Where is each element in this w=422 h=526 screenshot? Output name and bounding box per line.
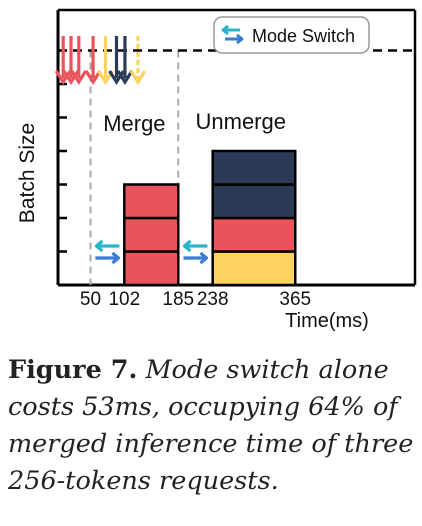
switch-arrowhead-top [182, 239, 192, 253]
caption-text: Mode switch alone costs 53ms, occupying … [8, 355, 414, 496]
region-label-merge: Merge [103, 111, 165, 136]
batch-stacks [123, 149, 297, 287]
x-tick-label: 238 [197, 289, 229, 310]
mode-switch-icon [182, 239, 209, 265]
x-tick-label: 365 [279, 289, 311, 310]
x-tick-label: 185 [162, 289, 194, 310]
batch-block [123, 216, 180, 253]
request-arrow-head [84, 70, 102, 85]
caption-label: Figure 7. [8, 355, 138, 385]
x-axis-label: Time(ms) [285, 310, 369, 332]
batch-block [211, 183, 297, 220]
y-axis-label: Batch Size [16, 123, 39, 223]
batch-block [123, 250, 180, 287]
request-arrow-head [116, 70, 134, 85]
switch-arrowhead-top [94, 239, 104, 253]
switch-arrowhead-bottom [111, 251, 121, 265]
mode-switch-markers [94, 239, 209, 265]
batch-block [211, 250, 297, 287]
mode-switch-icon [221, 24, 244, 45]
batch-block [211, 149, 297, 186]
legend: Mode Switch [213, 16, 370, 54]
switch-arrowhead-bottom [236, 33, 244, 45]
mode-switch-icon [94, 239, 121, 265]
figure-caption: Figure 7. Mode switch alone costs 53ms, … [8, 352, 416, 500]
x-tick-label: 50 [80, 289, 101, 310]
batch-block [123, 183, 180, 220]
switch-arrowhead-bottom [199, 251, 209, 265]
x-tick-label: 102 [108, 289, 140, 310]
batch-block [211, 216, 297, 253]
request-arrow-head [70, 70, 88, 85]
request-arrow-head [129, 70, 147, 85]
switch-arrowhead-top [221, 24, 229, 36]
region-label-unmerge: Unmerge [196, 109, 286, 134]
legend-box [213, 16, 370, 54]
legend-label: Mode Switch [252, 26, 355, 46]
request-arrival-arrows [54, 36, 147, 85]
